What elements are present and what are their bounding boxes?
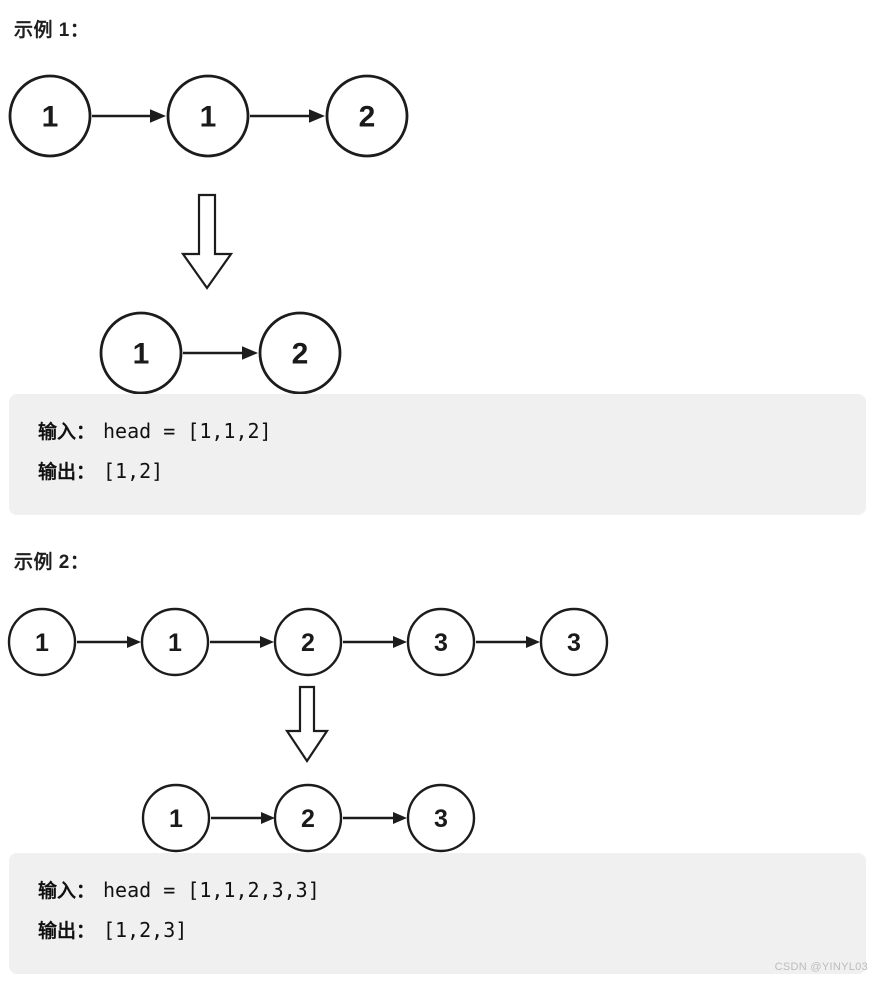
input-value: head = [1,1,2,3,3]: [103, 878, 320, 902]
node-value: 1: [35, 629, 49, 657]
input-label: 输入：: [38, 881, 96, 902]
output-value: [1,2]: [103, 459, 164, 483]
node-value: 1: [200, 101, 217, 134]
node-value: 1: [168, 629, 182, 657]
next-arrow-head: [261, 812, 275, 824]
example-1-after-list: 1 2: [99, 311, 342, 395]
node-circle: [406, 783, 476, 853]
node-value: 2: [301, 805, 315, 833]
node-value: 3: [434, 629, 448, 657]
node-value: 2: [292, 338, 309, 371]
input-line: 输入： head = [1,1,2,3,3]: [38, 870, 866, 910]
next-arrow-head: [393, 636, 407, 648]
next-arrow-head: [150, 109, 166, 123]
node-circle: [141, 783, 211, 853]
example-2-before-list: 1 1 2 3 3: [7, 607, 609, 677]
csdn-watermark: CSDN @YINYL03: [774, 961, 868, 973]
node-value: 2: [359, 101, 376, 134]
output-label: 输出：: [38, 462, 96, 483]
node-circle: [7, 607, 77, 677]
output-label: 输出：: [38, 921, 96, 942]
next-arrow-head: [260, 636, 274, 648]
input-value: head = [1,1,2]: [103, 419, 272, 443]
example-2-diagram: 1 1 2 3 3 1 2 3: [7, 607, 609, 853]
node-circle: [258, 311, 342, 395]
next-arrow-head: [526, 636, 540, 648]
node-value: 2: [301, 629, 315, 657]
example-2-after-list: 1 2 3: [141, 783, 476, 853]
example-2-io-box: 输入： head = [1,1,2,3,3] 输出： [1,2,3]: [9, 853, 866, 974]
node-circle: [166, 74, 250, 158]
down-arrow-icon: [180, 193, 234, 290]
output-value: [1,2,3]: [103, 918, 188, 942]
node-value: 3: [567, 629, 581, 657]
next-arrow-head: [393, 812, 407, 824]
input-label: 输入：: [38, 422, 96, 443]
example-2-title: 示例 2：: [14, 552, 90, 573]
next-arrow-head: [309, 109, 325, 123]
node-circle: [99, 311, 183, 395]
next-arrow-head: [127, 636, 141, 648]
node-circle: [140, 607, 210, 677]
node-value: 1: [42, 101, 59, 134]
node-circle: [273, 607, 343, 677]
down-arrow-icon: [284, 685, 330, 763]
example-1-before-list: 1 1 2: [8, 74, 409, 158]
node-circle: [8, 74, 92, 158]
node-value: 1: [133, 338, 150, 371]
node-value: 1: [169, 805, 183, 833]
node-value: 3: [434, 805, 448, 833]
example-1-diagram: 1 1 2 1 2: [8, 74, 409, 395]
output-line: 输出： [1,2,3]: [38, 910, 866, 950]
node-circle: [325, 74, 409, 158]
node-circle: [539, 607, 609, 677]
example-1-title: 示例 1：: [14, 20, 90, 41]
output-line: 输出： [1,2]: [38, 451, 866, 491]
node-circle: [406, 607, 476, 677]
example-1-io-box: 输入： head = [1,1,2] 输出： [1,2]: [9, 394, 866, 515]
input-line: 输入： head = [1,1,2]: [38, 411, 866, 451]
next-arrow-head: [242, 346, 258, 360]
